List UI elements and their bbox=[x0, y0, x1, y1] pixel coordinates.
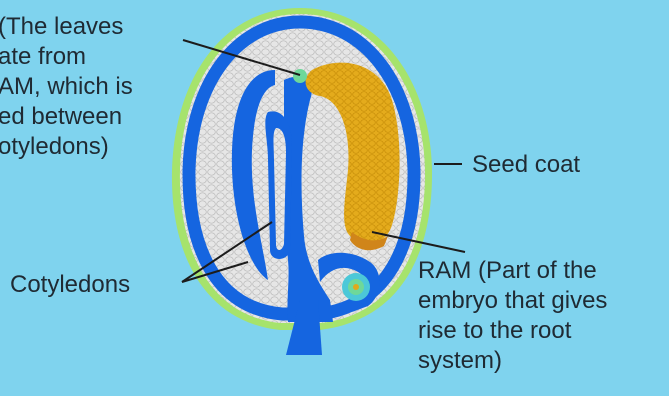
sam-label: (The leaves ate from AM, which is ed bet… bbox=[0, 12, 133, 162]
sam-label-line-4: ed between bbox=[0, 102, 133, 132]
ram-label-line-2: embryo that gives bbox=[418, 286, 607, 316]
ram-label: RAM (Part of the embryo that gives rise … bbox=[418, 256, 607, 376]
sam-label-line-2: ate from bbox=[0, 42, 133, 72]
sam-label-line-1: (The leaves bbox=[0, 12, 133, 42]
ram-label-line-3: rise to the root bbox=[418, 316, 607, 346]
sam-label-line-3: AM, which is bbox=[0, 72, 133, 102]
ram-label-line-4: system) bbox=[418, 346, 607, 376]
sam-label-line-5: otyledons) bbox=[0, 132, 133, 162]
sam-meristem bbox=[293, 69, 307, 83]
ram-meristem-core bbox=[353, 284, 359, 290]
ram-label-line-1: RAM (Part of the bbox=[418, 256, 607, 286]
seed-coat-label: Seed coat bbox=[472, 150, 580, 180]
cotyledons-label: Cotyledons bbox=[10, 270, 130, 300]
